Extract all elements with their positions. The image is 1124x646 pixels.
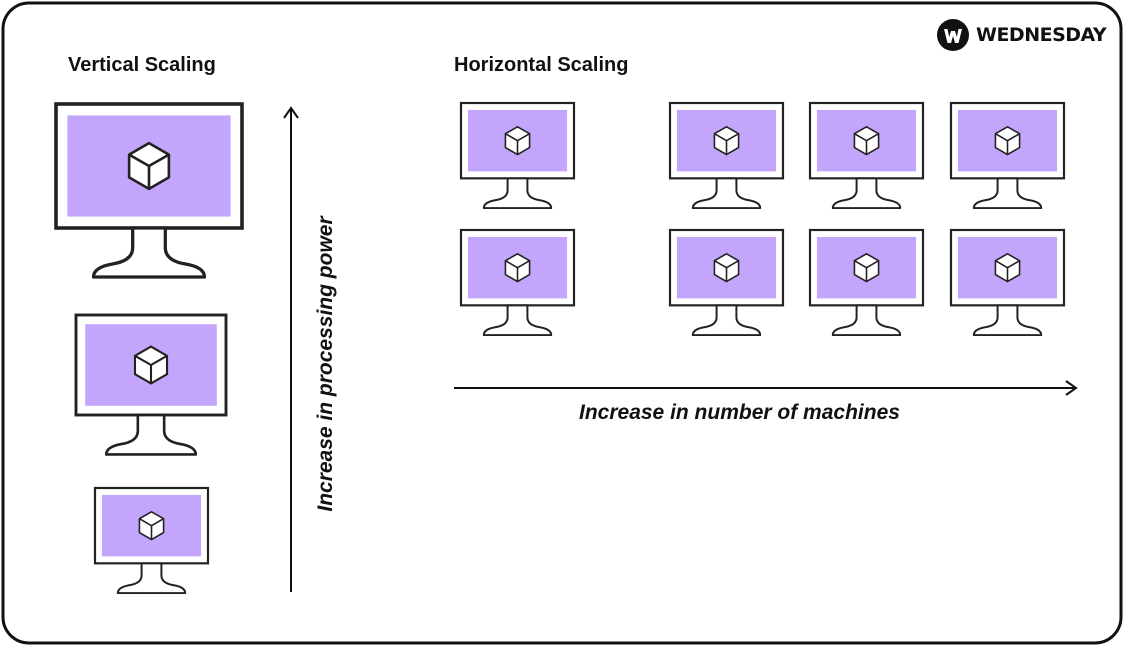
monitor-stand	[691, 304, 762, 337]
monitor-small	[93, 486, 210, 595]
brand-name: WEDNESDAY	[976, 24, 1107, 46]
monitor-r2-c3	[808, 228, 925, 337]
monitor-stand	[972, 304, 1043, 337]
vertical-scaling-title: Vertical Scaling	[68, 54, 216, 76]
wednesday-logo-icon	[937, 19, 969, 51]
cube-icon	[994, 125, 1021, 156]
monitor-r1-c1	[459, 101, 576, 210]
monitor-r2-c1	[459, 228, 576, 337]
monitor-stand	[104, 413, 198, 456]
horizontal-scaling-group	[459, 101, 1066, 337]
monitor-stand	[482, 304, 553, 337]
monitor-r1-c3	[808, 101, 925, 210]
monitor-r2-c2	[668, 228, 785, 337]
cube-icon	[994, 252, 1021, 283]
horizontal-axis-label: Increase in number of machines	[579, 401, 900, 424]
cube-icon	[133, 345, 169, 385]
horizontal-axis-arrow	[454, 380, 1078, 396]
monitor-stand	[91, 226, 207, 279]
monitor-stand	[116, 562, 187, 595]
monitor-stand	[831, 177, 902, 210]
cube-icon	[504, 125, 531, 156]
monitor-large	[54, 102, 244, 279]
monitor-stand	[831, 304, 902, 337]
monitor-stand	[482, 177, 553, 210]
monitor-r1-c2	[668, 101, 785, 210]
monitor-stand	[691, 177, 762, 210]
monitor-r1-c4	[949, 101, 1066, 210]
monitor-medium	[74, 313, 228, 456]
cube-icon	[713, 125, 740, 156]
vertical-axis-label: Increase in processing power	[314, 216, 337, 512]
cube-icon	[504, 252, 531, 283]
cube-icon	[853, 252, 880, 283]
monitor-r2-c4	[949, 228, 1066, 337]
cube-icon	[713, 252, 740, 283]
cube-icon	[138, 510, 165, 541]
monitor-stand	[972, 177, 1043, 210]
cube-icon	[853, 125, 880, 156]
horizontal-scaling-title: Horizontal Scaling	[454, 54, 629, 76]
vertical-scaling-group	[54, 102, 244, 595]
cube-icon	[127, 141, 171, 191]
vertical-axis-arrow	[283, 106, 299, 592]
brand-logo: WEDNESDAY	[936, 18, 1107, 52]
